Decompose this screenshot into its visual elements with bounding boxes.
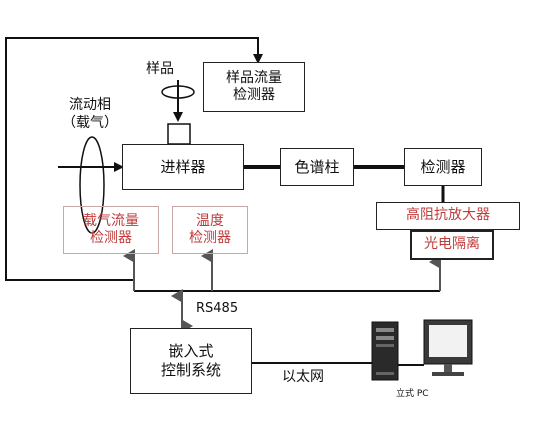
sample-label: 样品 — [146, 61, 174, 77]
injector-box: 进样器 — [122, 144, 244, 190]
mobile-phase-label: 流动相 （载气） — [62, 97, 118, 132]
mobile-phase-valve — [79, 136, 105, 234]
sample-flow-detector-box: 样品流量 检测器 — [203, 62, 305, 112]
ethernet-label: 以太网 — [282, 369, 324, 385]
tower-pc-icon — [371, 321, 399, 381]
detector-box: 检测器 — [404, 148, 482, 186]
embedded-controller-box: 嵌入式 控制系统 — [130, 328, 252, 394]
monitor-icon — [423, 319, 473, 376]
rs485-label: RS485 — [196, 301, 239, 316]
sample-valve-ellipse — [161, 85, 195, 99]
outer-loop-line — [5, 37, 263, 281]
sample-port — [167, 123, 191, 145]
pc-label: 立式 PC — [396, 389, 429, 399]
carrier-flow-detector-box: 载气流量 检测器 — [63, 206, 159, 254]
opto-isolation-box: 光电隔离 — [410, 230, 494, 260]
temperature-detector-box: 温度 检测器 — [172, 206, 248, 254]
amplifier-box: 高阻抗放大器 — [376, 202, 520, 230]
column-box: 色谱柱 — [280, 148, 354, 186]
